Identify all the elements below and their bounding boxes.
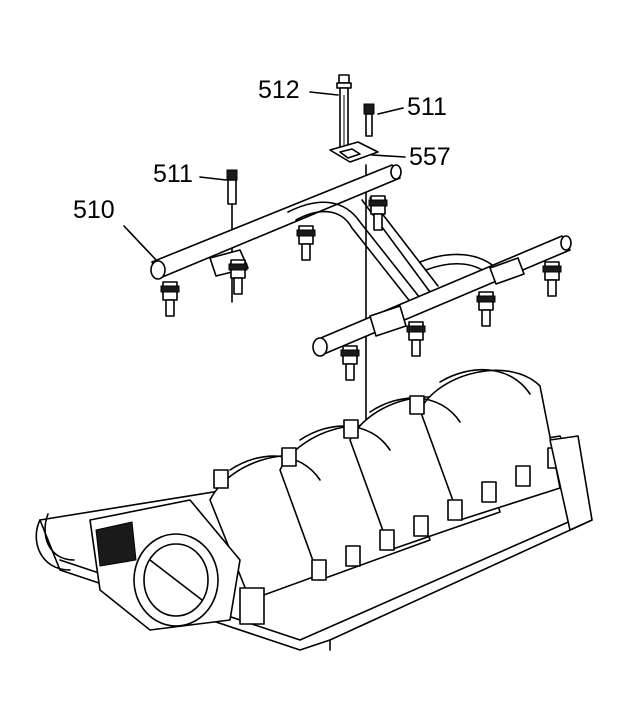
intake-manifold [35,368,593,651]
bolt-512 [336,74,352,149]
callout-511-left: 511 [153,160,193,188]
throttle-body [89,499,265,631]
fuel-rail-510 [150,164,572,357]
fuel-injectors [160,195,562,381]
callout-557: 557 [409,143,451,171]
callout-510: 510 [73,196,115,224]
callout-512: 512 [258,76,300,104]
bolt-511-right [363,103,375,137]
bracket-557 [329,141,379,163]
leader-lines [123,91,406,263]
callout-511-right: 511 [407,93,447,121]
